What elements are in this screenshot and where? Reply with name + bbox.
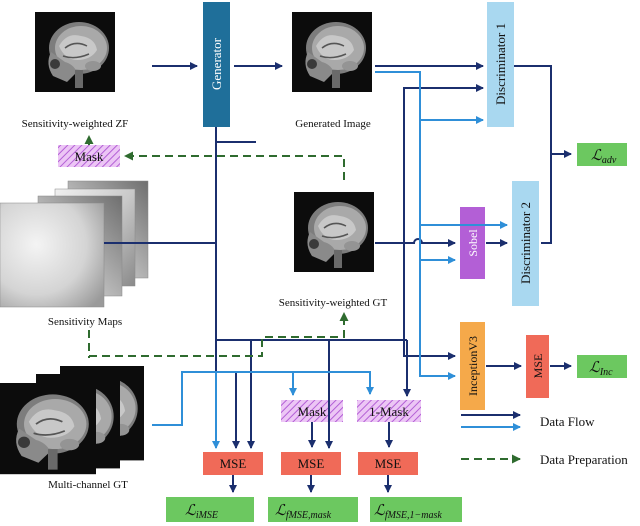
sensitivity-maps-stack xyxy=(0,180,149,308)
mse-3-label: MSE xyxy=(375,456,402,471)
legend-data-preparation-label: Data Preparation xyxy=(540,452,628,467)
legend: Data Flow Data Preparation xyxy=(461,411,628,467)
generated-image-label: Generated Image xyxy=(295,118,371,130)
mask-top-block xyxy=(58,145,120,167)
mask-inverse-label: 1-Mask xyxy=(369,404,409,419)
mse-2-block xyxy=(281,452,341,475)
generated-image xyxy=(291,11,373,93)
loss-inc-label: ℒInc xyxy=(589,360,613,378)
loss-fmse-mask-box xyxy=(268,497,358,522)
loss-inc-box xyxy=(577,355,627,378)
mse-1-label: MSE xyxy=(220,456,247,471)
discriminator-1-block xyxy=(487,2,514,127)
mse-inception-label: MSE xyxy=(531,354,545,379)
generator-block xyxy=(203,2,230,127)
legend-data-flow-label: Data Flow xyxy=(540,414,595,429)
mse-1-block xyxy=(203,452,263,475)
loss-fmse-mask-label: ℒfMSE,mask xyxy=(275,503,332,521)
loss-imse-box xyxy=(166,497,254,522)
mask-mid-label: Mask xyxy=(298,404,327,419)
dark-data-flow-arrows xyxy=(104,62,572,493)
discriminator-2-label: Discriminator 2 xyxy=(518,202,533,284)
loss-inc-symbol: ℒ xyxy=(589,360,601,376)
sensitivity-maps-label: Sensitivity Maps xyxy=(48,316,122,328)
discriminator-1-label: Discriminator 1 xyxy=(493,23,508,105)
loss-fmse-mask-symbol: ℒ xyxy=(275,503,287,519)
loss-fmse-inv-symbol: ℒ xyxy=(374,503,386,519)
mask-top-label: Mask xyxy=(75,149,104,164)
zf-image xyxy=(34,11,116,93)
loss-imse-subscript: iMSE xyxy=(196,510,218,521)
loss-fmse-inv-subscript: fMSE,1−mask xyxy=(385,510,443,521)
gt-image xyxy=(293,191,375,273)
mask-mid-block xyxy=(281,400,343,422)
loss-adv-symbol: ℒ xyxy=(591,148,603,164)
gt-label: Sensitivity-weighted GT xyxy=(279,297,388,309)
loss-inc-subscript: Inc xyxy=(599,367,613,378)
mask-inverse-block xyxy=(357,400,421,422)
loss-fmse-inv-box xyxy=(370,497,462,522)
generator-label: Generator xyxy=(209,37,224,90)
mse-2-label: MSE xyxy=(298,456,325,471)
data-preparation-arrows xyxy=(84,135,349,358)
loss-adv-label: ℒadv xyxy=(591,148,617,166)
multi-channel-gt-label: Multi-channel GT xyxy=(48,479,128,491)
discriminator-2-block xyxy=(512,181,539,306)
sobel-block xyxy=(460,207,485,279)
multi-channel-gt-stack xyxy=(0,365,145,476)
inception-block xyxy=(460,322,485,410)
loss-adv-subscript: adv xyxy=(602,155,617,166)
mse-inception-block xyxy=(526,335,549,398)
zf-label: Sensitivity-weighted ZF xyxy=(22,118,129,130)
light-data-flow-arrows xyxy=(152,71,508,449)
loss-adv-box xyxy=(577,143,627,166)
loss-fmse-mask-subscript: fMSE,mask xyxy=(286,510,332,521)
inception-label: InceptionV3 xyxy=(466,336,480,396)
loss-imse-symbol: ℒ xyxy=(185,503,197,519)
loss-fmse-inv-label: ℒfMSE,1−mask xyxy=(374,503,442,521)
mse-3-block xyxy=(358,452,418,475)
loss-imse-label: ℒiMSE xyxy=(185,503,218,521)
sobel-label: Sobel xyxy=(466,229,480,257)
